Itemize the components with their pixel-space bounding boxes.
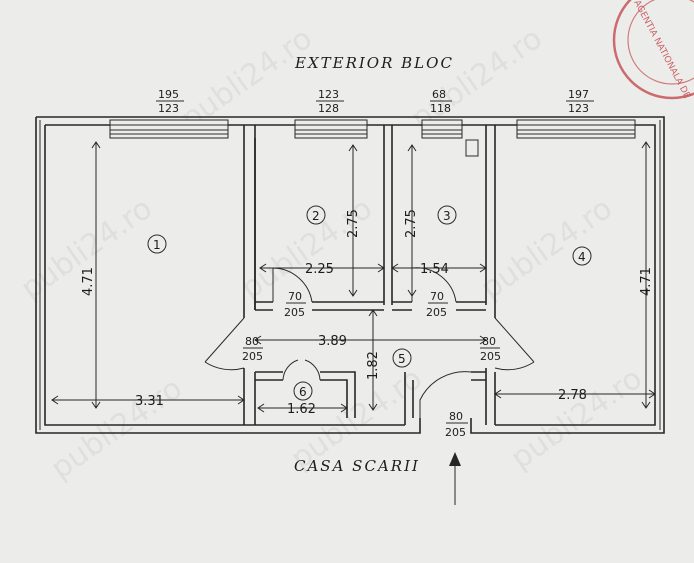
window-4-height: 123 xyxy=(568,102,589,115)
dimension-lines xyxy=(51,141,656,505)
door-1-width: 80 xyxy=(245,335,259,348)
svg-text:publi24.ro: publi24.ro xyxy=(235,191,379,307)
door-4-height: 205 xyxy=(480,350,501,363)
window-3-height: 118 xyxy=(430,102,451,115)
outer-walls xyxy=(35,116,665,434)
entrance-door-width: 80 xyxy=(449,410,463,423)
entrance-door-height: 205 xyxy=(445,426,466,439)
door-2-width: 70 xyxy=(288,290,302,303)
door-3-height: 205 xyxy=(426,306,447,319)
room-1-number: 1 xyxy=(153,238,161,252)
svg-text:AGENTIA NATIONALA DE: AGENTIA NATIONALA DE xyxy=(631,0,691,101)
stamp: AGENTIA NATIONALA DE xyxy=(612,0,694,101)
window-labels: 195 123 123 128 68 118 197 123 xyxy=(156,88,594,115)
room-3-width: 1.54 xyxy=(420,262,449,277)
window-2-height: 128 xyxy=(318,102,339,115)
door-3-width: 70 xyxy=(430,290,444,303)
hall-width: 3.89 xyxy=(318,334,347,349)
room-2-width: 2.25 xyxy=(305,262,334,277)
window-4-width: 197 xyxy=(568,88,589,101)
hall-height: 1.82 xyxy=(366,351,381,380)
room-4-number: 4 xyxy=(578,250,586,264)
room-numbers: 1 2 3 4 5 6 xyxy=(147,205,592,401)
room-6-width: 1.62 xyxy=(287,402,316,417)
room-3-number: 3 xyxy=(443,209,451,223)
interior-walls xyxy=(243,125,496,425)
room-1-height: 4.71 xyxy=(81,267,96,296)
window-2-width: 123 xyxy=(318,88,339,101)
room-5-number: 5 xyxy=(398,352,406,366)
windows xyxy=(109,119,636,139)
svg-text:publi24.ro: publi24.ro xyxy=(475,191,619,307)
door-1-height: 205 xyxy=(242,350,263,363)
door-2-height: 205 xyxy=(284,306,305,319)
door-4-width: 80 xyxy=(482,335,496,348)
stairwell-label: CASA SCARII xyxy=(294,457,420,475)
room-4-width: 2.78 xyxy=(558,388,587,403)
dimension-texts: 4.71 3.31 2.75 2.25 2.75 1.54 4.71 2.78 … xyxy=(81,209,654,417)
room-4-height: 4.71 xyxy=(639,267,654,296)
svg-text:publi24.ro: publi24.ro xyxy=(175,21,319,137)
svg-text:publi24.ro: publi24.ro xyxy=(405,21,549,137)
room-2-height: 2.75 xyxy=(346,209,361,238)
window-1-width: 195 xyxy=(158,88,179,101)
room-1-width: 3.31 xyxy=(135,394,164,409)
room-2-number: 2 xyxy=(312,209,320,223)
svg-text:publi24.ro: publi24.ro xyxy=(45,371,189,487)
room-3-height: 2.75 xyxy=(404,209,419,238)
exterior-label: EXTERIOR BLOC xyxy=(294,54,454,72)
room-6-number: 6 xyxy=(299,385,307,399)
window-3-width: 68 xyxy=(432,88,446,101)
door-labels: 70 205 70 205 80 205 80 205 80 205 xyxy=(242,290,501,439)
window-1-height: 123 xyxy=(158,102,179,115)
svg-text:publi24.ro: publi24.ro xyxy=(505,361,649,477)
